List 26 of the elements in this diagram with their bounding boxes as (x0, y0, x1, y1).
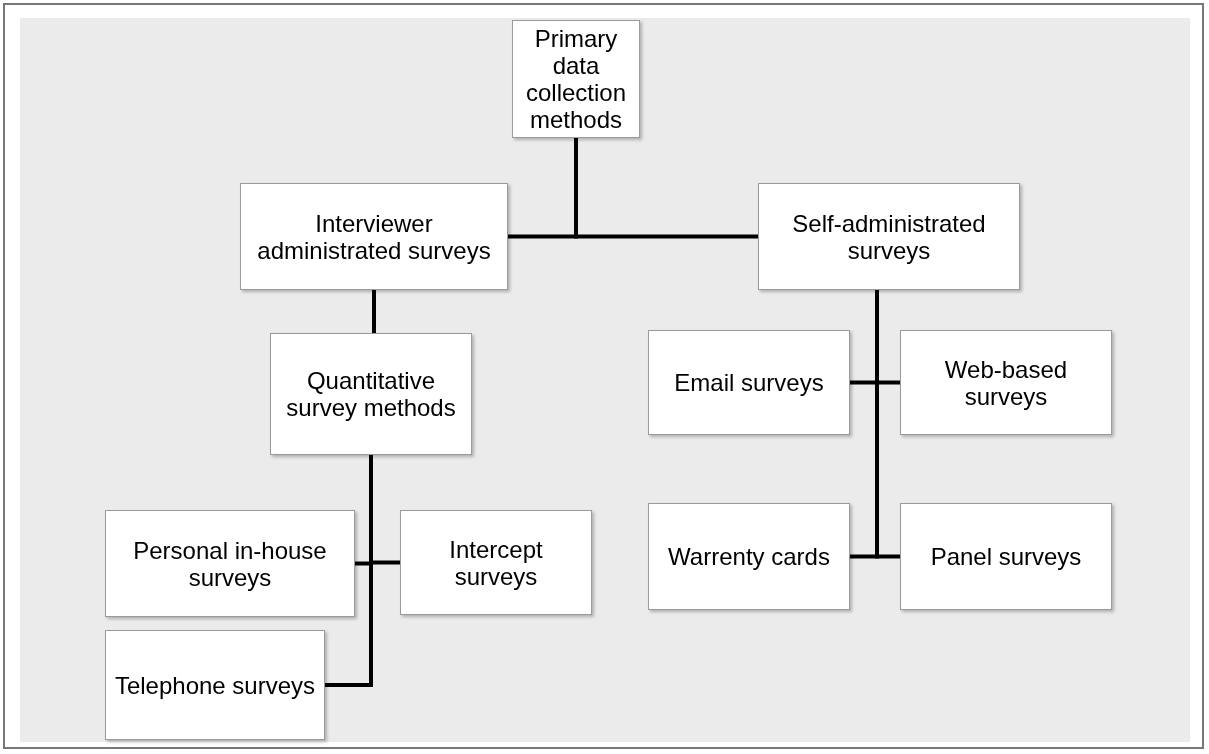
connector-line (574, 138, 758, 239)
box (648, 503, 850, 610)
box-label: Self-administrated surveys (791, 209, 987, 264)
box (240, 183, 508, 290)
box-label: Telephone surveys (114, 671, 316, 699)
box-label: Primary data collection methods (524, 25, 628, 133)
box-label: Email surveys (674, 369, 824, 396)
box-label: Interviewer administrated surveys (256, 209, 492, 264)
box (105, 510, 355, 617)
box (900, 503, 1112, 610)
connector-line (372, 290, 376, 333)
box-label: Quantitative survey methods (285, 367, 457, 421)
box (512, 20, 640, 138)
connector-line (325, 455, 373, 687)
box (900, 330, 1112, 435)
box-label: Personal in-house surveys (132, 536, 328, 591)
box-label: Panel surveys (930, 543, 1082, 570)
box-label: Intercept surveys (448, 535, 544, 590)
box (758, 183, 1020, 290)
box-label: Web-based surveys (943, 355, 1069, 410)
box (270, 333, 472, 455)
box (648, 330, 850, 435)
connector-line (875, 290, 900, 559)
box (105, 630, 325, 740)
box-label: Warrenty cards (668, 543, 830, 570)
box (400, 510, 592, 615)
